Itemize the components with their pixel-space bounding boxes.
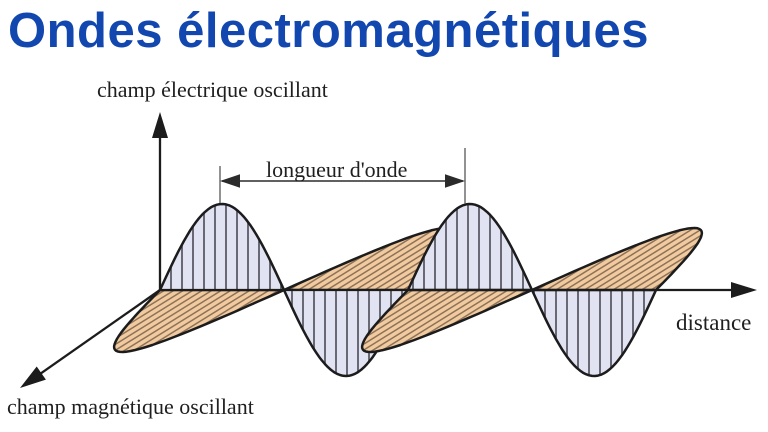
- page-title: Ondes électromagnétiques: [8, 4, 650, 58]
- axes: [20, 112, 757, 388]
- magnetic-hatch-lines: [536, 227, 703, 291]
- wavelength-label: longueur d'onde: [266, 157, 408, 182]
- magnetic-wave-front: [360, 226, 704, 354]
- magnetic-axis-arrowhead: [20, 366, 46, 388]
- electric-field-axis-label: champ électrique oscillant: [97, 77, 328, 102]
- magnetic-field-axis-label: champ magnétique oscillant: [7, 394, 254, 419]
- magnetic-wave-lobe-1: [112, 288, 286, 354]
- magnetic-wave-lobe-3: [360, 288, 534, 354]
- wavelength-left-arrowhead: [220, 174, 240, 188]
- magnetic-hatch-lines: [361, 289, 528, 353]
- magnetic-field-axis: [34, 289, 161, 379]
- electric-axis-arrowhead: [152, 112, 168, 138]
- wavelength-arrow: [219, 148, 466, 204]
- electric-hatch-lines: [170, 204, 645, 376]
- distance-axis-arrowhead: [731, 282, 757, 298]
- magnetic-wave-lobe-4: [530, 226, 704, 292]
- magnetic-wave-back: [112, 226, 456, 354]
- wavelength-right-arrowhead: [445, 174, 465, 188]
- distance-axis-label: distance: [676, 310, 752, 335]
